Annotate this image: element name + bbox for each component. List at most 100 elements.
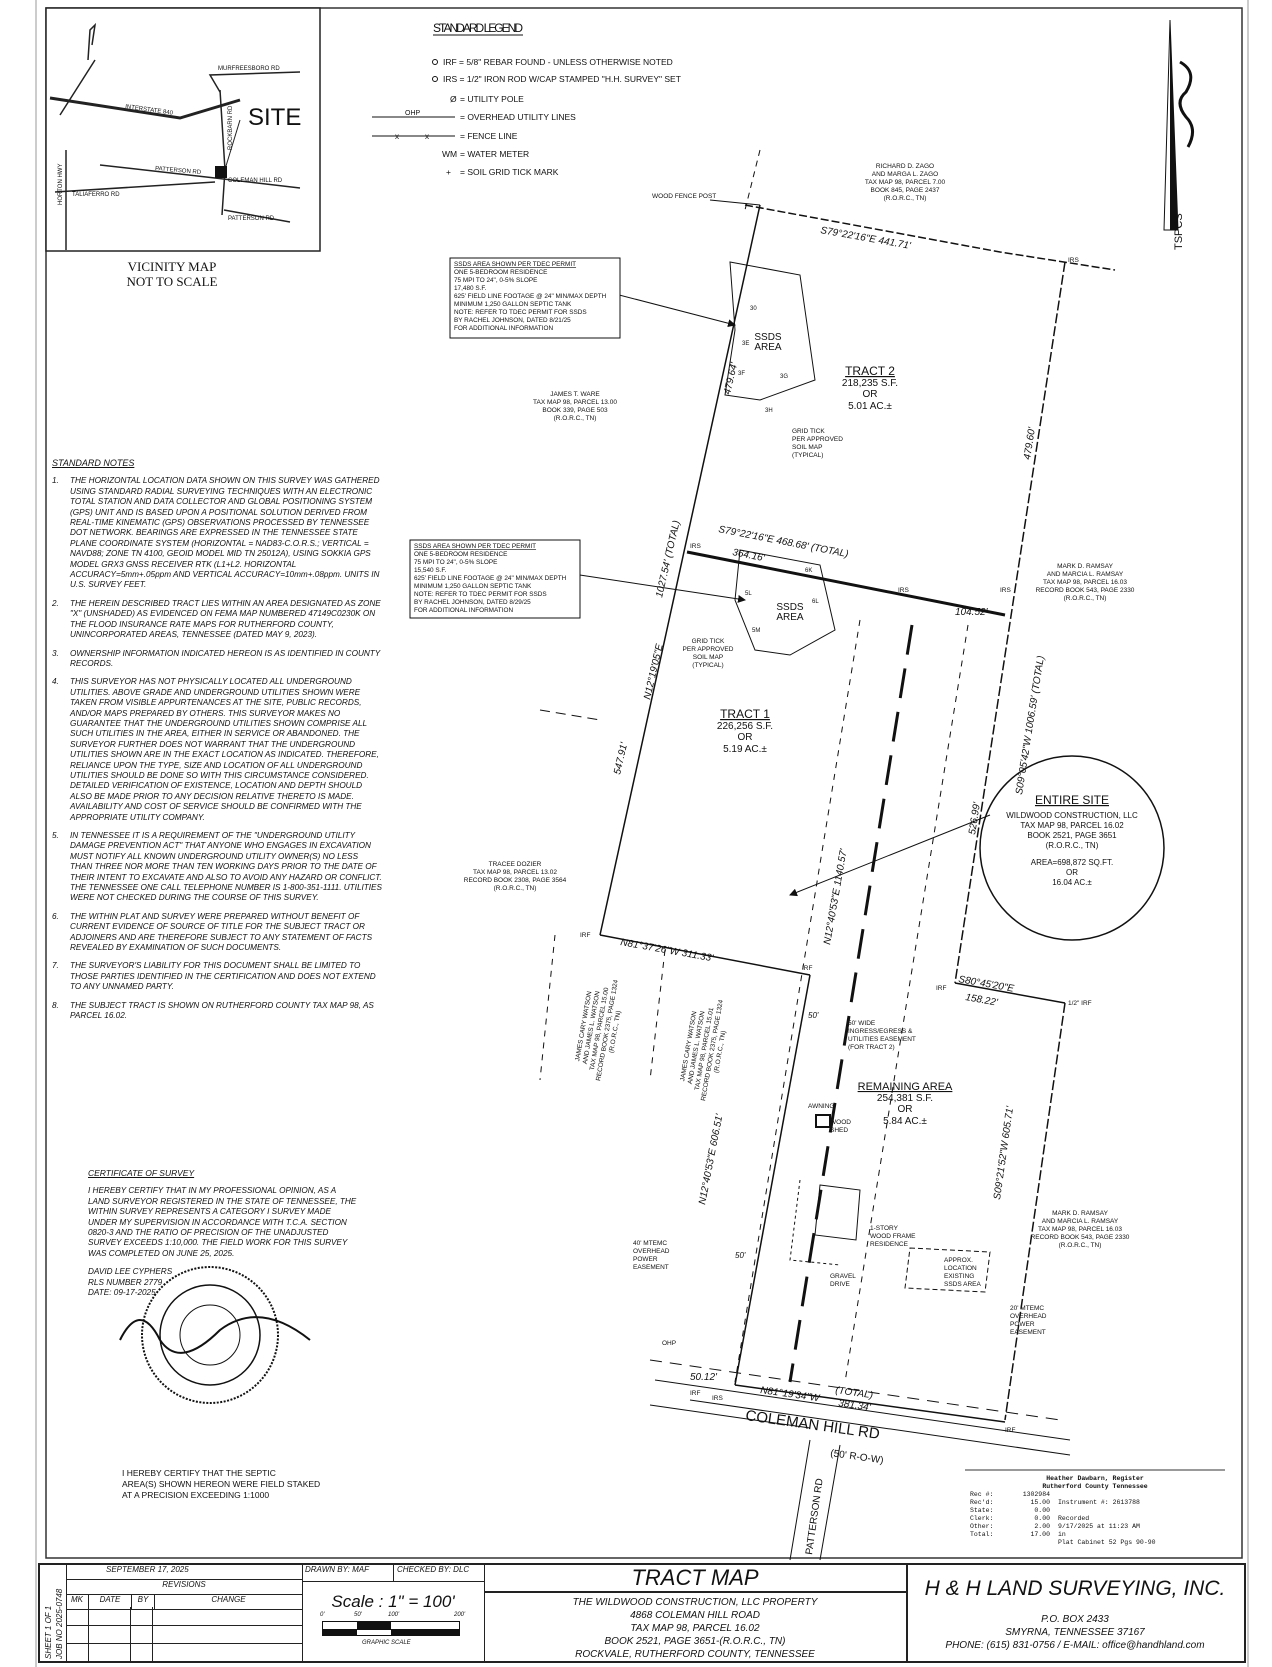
svg-text:INGRESS/EGRESS &: INGRESS/EGRESS & [848,1028,913,1035]
svg-text:(R.O.R.C., TN): (R.O.R.C., TN) [1046,841,1099,850]
svg-text:TAX MAP 98, PARCEL 16.03: TAX MAP 98, PARCEL 16.03 [1043,579,1127,586]
company-name: H & H LAND SURVEYING, INC. [924,1577,1226,1600]
svg-text:1/2" IRF: 1/2" IRF [1068,1000,1092,1007]
svg-text:IRS: IRS [1000,587,1012,594]
svg-text:5M: 5M [752,628,760,634]
svg-text:5.19 AC.±: 5.19 AC.± [723,744,767,755]
svg-text:PER APPROVED: PER APPROVED [683,646,734,653]
svg-text:= SOIL GRID TICK MARK: = SOIL GRID TICK MARK [460,167,559,177]
svg-text:AWNING: AWNING [808,1103,834,1110]
svg-text:SSDS AREA SHOWN PER TDEC PERMI: SSDS AREA SHOWN PER TDEC PERMIT [414,543,536,550]
svg-text:TAX MAP 98, PARCEL 7.00: TAX MAP 98, PARCEL 7.00 [865,179,946,186]
boundary [539,149,1165,1561]
svg-text:3H: 3H [765,408,773,414]
svg-text:MARK D. RAMSAY: MARK D. RAMSAY [1052,1210,1109,1217]
svg-text:WILDWOOD CONSTRUCTION, LLC: WILDWOOD CONSTRUCTION, LLC [1006,811,1138,820]
svg-text:218,235 S.F.: 218,235 S.F. [842,378,898,389]
svg-text:IRF = 5/8" REBAR FOUND - UNL: IRF = 5/8" REBAR FOUND - UNLESS OTHERWIS… [443,57,673,67]
svg-text:(50' R-O-W): (50' R-O-W) [830,1448,885,1466]
svg-text:(R.O.R.C., TN): (R.O.R.C., TN) [884,195,927,202]
svg-text:IRF: IRF [1005,1427,1016,1434]
ssds-note-1: SSDS AREA SHOWN PER TDEC PERMIT ONE 5-BE… [449,257,621,339]
svg-text:OR: OR [1066,868,1078,877]
tract-1-label: TRACT 1 226,256 S.F. OR 5.19 AC.± [717,707,773,755]
svg-text:+: + [446,167,451,177]
svg-text:NOTE: REFER TO TDEC PERMIT FOR: NOTE: REFER TO TDEC PERMIT FOR SSDS [454,309,587,316]
svg-text:IRS: IRS [898,587,910,594]
svg-text:S79°22'16"E 441.71': S79°22'16"E 441.71' [819,225,912,252]
svg-text:OVERHEAD: OVERHEAD [1010,1313,1047,1320]
svg-text:17,480 S.F.: 17,480 S.F. [454,285,487,292]
road-label: COLEMAN HILL RD [744,1407,881,1443]
svg-text:FOR ADDITIONAL INFORMATION: FOR ADDITIONAL INFORMATION [414,607,513,614]
svg-text:(TOTAL): (TOTAL) [835,1385,874,1401]
svg-text:(FOR TRACT 2): (FOR TRACT 2) [848,1044,895,1051]
svg-text:= UTILITY POLE: = UTILITY POLE [460,94,524,104]
svg-text:TAX MAP 98, PARCEL 16.02: TAX MAP 98, PARCEL 16.02 [1020,821,1124,830]
svg-text:3E: 3E [742,341,749,347]
svg-text:30: 30 [750,306,757,312]
note-item: 4.THIS SURVEYOR HAS NOT PHYSICALLY LOCAT… [52,677,379,822]
svg-text:BY RACHEL JOHNSON, DATED 8/29/: BY RACHEL JOHNSON, DATED 8/29/25 [414,599,531,606]
svg-text:= FENCE LINE: = FENCE LINE [460,131,518,141]
svg-text:IRF: IRF [936,985,947,992]
svg-text:547.91': 547.91' [612,740,630,775]
svg-text:TSPCS: TSPCS [1173,213,1185,250]
tract-2-label: TRACT 2 218,235 S.F. OR 5.01 AC.± [842,364,898,412]
svg-text:TRACT 1: TRACT 1 [720,707,770,721]
note-item: 2.THE HEREIN DESCRIBED TRACT LIES WITHIN… [52,598,381,640]
svg-text:S09°05'42"W 1006.59' (TOTAL): S09°05'42"W 1006.59' (TOTAL) [1014,655,1047,796]
svg-text:RECORD BOOK 543, PAGE 2330: RECORD BOOK 543, PAGE 2330 [1031,1234,1130,1241]
svg-text:MARK D. RAMSAY: MARK D. RAMSAY [1057,563,1114,570]
svg-text:WOOD FRAME: WOOD FRAME [870,1233,916,1240]
svg-text:1027.54' (TOTAL): 1027.54' (TOTAL) [654,519,682,598]
svg-text:LOCATION: LOCATION [944,1265,977,1272]
svg-text:MINIMUM 1,250 GALLON SEPTIC TA: MINIMUM 1,250 GALLON SEPTIC TANK [454,301,572,308]
note-item: 7.THE SURVEYOR'S LIABILITY FOR THIS DOCU… [52,961,376,992]
svg-text:479.60': 479.60' [1022,426,1038,461]
svg-text:N81°37'26"W 311.33': N81°37'26"W 311.33' [619,937,715,964]
svg-text:3G: 3G [780,374,788,380]
svg-text:IRF: IRF [580,932,591,939]
svg-text:50': 50' [735,1251,746,1260]
svg-text:OR: OR [898,1104,913,1115]
svg-text:5.01 AC.±: 5.01 AC.± [848,401,892,412]
svg-text:ROCKBARN RD: ROCKBARN RD [228,105,234,150]
svg-text:N12°19'05"E: N12°19'05"E [642,643,666,701]
svg-text:N81°19'34"W: N81°19'34"W [760,1385,822,1404]
ssds-labels: SSDS AREA SSDS AREA 30 3E 3F 3G 3H 5L 6K… [683,306,844,669]
svg-text:WM: WM [442,149,457,159]
svg-text:IRF: IRF [690,1390,701,1397]
scale-text: Scale : 1" = 100' [331,1592,455,1611]
svg-text:OR: OR [738,732,753,743]
svg-text:50': 50' [808,1011,819,1020]
notes-title: STANDARD NOTES [52,458,135,468]
svg-text:BY RACHEL JOHNSON, DATED 8/21/: BY RACHEL JOHNSON, DATED 8/21/25 [454,317,571,324]
svg-text:NOTE: REFER TO TDEC PERMIT FOR: NOTE: REFER TO TDEC PERMIT FOR SSDS [414,591,547,598]
svg-text:104.52': 104.52' [955,607,989,618]
svg-text:158.22': 158.22' [964,992,999,1009]
svg-text:526.99': 526.99' [967,801,983,836]
svg-text:FOR ADDITIONAL INFORMATION: FOR ADDITIONAL INFORMATION [454,325,553,332]
svg-text:226,256 S.F.: 226,256 S.F. [717,721,773,732]
svg-text:OVERHEAD: OVERHEAD [633,1248,670,1255]
note-item: 1.THE HORIZONTAL LOCATION DATA SHOWN ON … [52,476,380,590]
svg-text:254,381 S.F.: 254,381 S.F. [877,1093,933,1104]
svg-text:SOIL MAP: SOIL MAP [792,444,822,451]
vicinity-map: MURFREESBORO RD INTERSTATE 840 PATTERSON… [45,7,321,252]
svg-text:EXISTING: EXISTING [944,1273,974,1280]
svg-text:ENTIRE SITE: ENTIRE SITE [1035,793,1109,807]
svg-text:RESIDENCE: RESIDENCE [870,1241,909,1248]
ssds-note-2: SSDS AREA SHOWN PER TDEC PERMIT ONE 5-BE… [409,539,581,619]
svg-text:75 MPI TO 24", 0-5% SLOPE: 75 MPI TO 24", 0-5% SLOPE [414,559,497,566]
svg-text:(TYPICAL): (TYPICAL) [792,452,823,459]
svg-text:(R.O.R.C., TN): (R.O.R.C., TN) [1059,1242,1102,1249]
svg-text:IRS = 1/2" IRON ROD W/CAP STAM: IRS = 1/2" IRON ROD W/CAP STAMPED "H.H. … [443,74,681,84]
svg-text:50' WIDE: 50' WIDE [848,1020,876,1027]
svg-text:40' MTEMC: 40' MTEMC [633,1240,667,1247]
svg-text:OR: OR [863,389,878,400]
